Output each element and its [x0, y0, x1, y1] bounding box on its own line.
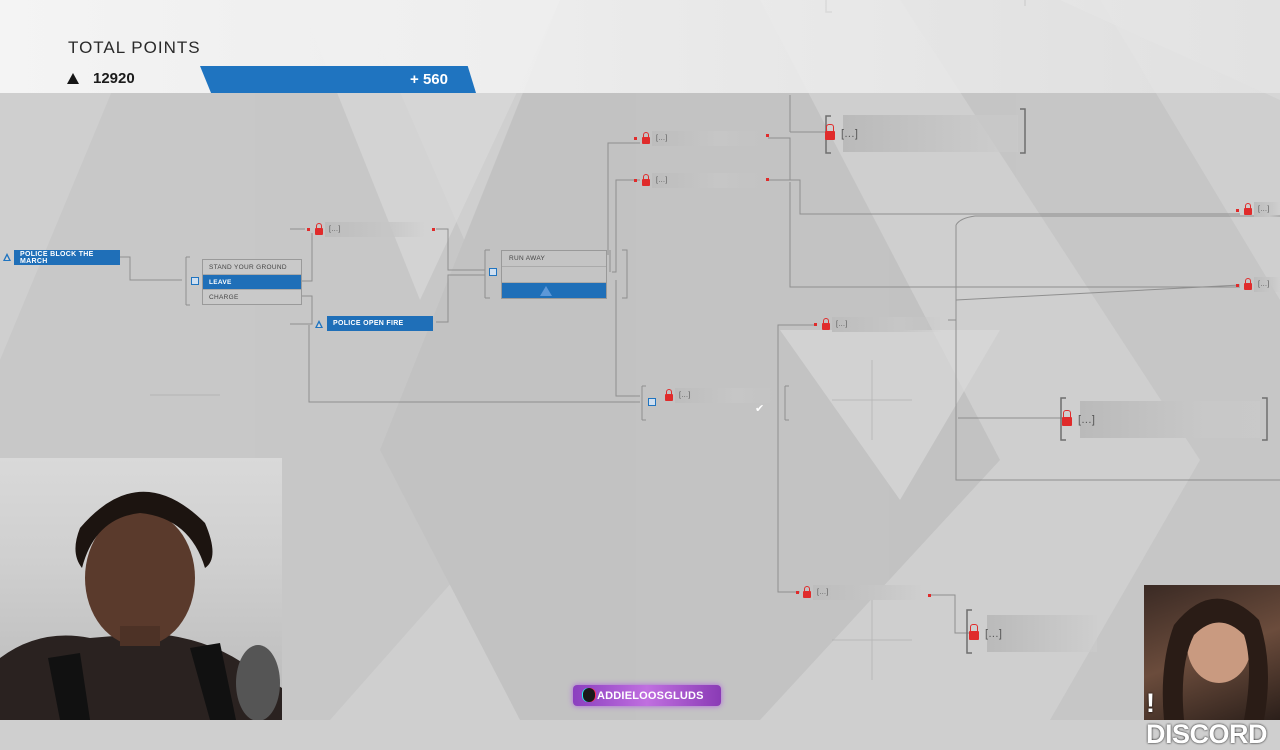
streamer-figure — [0, 491, 282, 720]
guest-webcam — [1144, 585, 1280, 720]
streamer-handle: ADDIELOOSGLUDS — [597, 689, 704, 702]
choice-empty[interactable] — [502, 267, 606, 283]
streamer-webcam — [0, 458, 282, 720]
points-gain-bar: + 560 — [200, 66, 476, 93]
total-points-value: 12920 — [93, 70, 135, 87]
merge-icon — [489, 268, 497, 276]
locked-node[interactable]: [...] — [642, 173, 762, 188]
locked-node[interactable]: [...] — [642, 131, 762, 146]
merge-icon — [191, 277, 199, 285]
points-gain-value: + 560 — [410, 71, 448, 88]
node-label: POLICE OPEN FIRE — [333, 320, 404, 327]
triangle-icon — [67, 73, 79, 84]
lock-icon — [1244, 277, 1252, 290]
lock-icon — [642, 173, 650, 186]
lock-icon — [315, 222, 323, 235]
node-label: POLICE BLOCK THE MARCH — [20, 250, 94, 265]
locked-node[interactable]: [...] — [822, 317, 942, 332]
points-row: 12920 — [67, 70, 135, 87]
locked-node[interactable]: [...] — [803, 585, 923, 600]
lock-icon — [825, 123, 835, 140]
node-police-open-fire[interactable]: POLICE OPEN FIRE — [327, 316, 433, 331]
lock-icon — [822, 317, 830, 330]
run-away-box: RUN AWAY — [501, 250, 607, 299]
streamer-handle-badge: ADDIELOOSGLUDS — [573, 685, 721, 706]
lock-icon — [1062, 409, 1072, 426]
locked-node[interactable]: [...] — [1244, 202, 1280, 217]
locked-node[interactable]: [...] — [315, 222, 425, 237]
locked-node[interactable]: [...] — [665, 388, 775, 403]
triangle-icon — [3, 253, 11, 261]
locked-node-large[interactable]: [...] — [825, 115, 1018, 152]
tiktok-icon — [583, 688, 595, 702]
node-police-block-the-march[interactable]: POLICE BLOCK THE MARCH — [14, 250, 120, 265]
choice-selected[interactable] — [502, 283, 606, 298]
total-points-title: TOTAL POINTS — [68, 38, 201, 57]
choice-run-away[interactable]: RUN AWAY — [502, 251, 606, 267]
triangle-icon — [315, 320, 323, 328]
locked-node-large[interactable]: [...] — [969, 615, 1097, 652]
lock-icon — [665, 388, 673, 401]
choice-charge[interactable]: CHARGE — [209, 293, 239, 301]
merge-icon — [648, 398, 656, 406]
lock-icon — [642, 131, 650, 144]
lock-icon — [1244, 202, 1252, 215]
choice-leave[interactable]: LEAVE — [203, 275, 301, 290]
check-icon: ✔ — [755, 403, 765, 415]
lock-icon — [969, 623, 979, 640]
choice-stand-your-ground[interactable]: STAND YOUR GROUND — [203, 260, 301, 275]
locked-node[interactable]: [...] — [1244, 277, 1280, 292]
choice-box: STAND YOUR GROUND LEAVE CHARGE — [202, 259, 302, 305]
guest-figure — [1162, 598, 1268, 720]
discord-label: ! DISCORD — [1146, 688, 1268, 749]
lock-icon — [803, 585, 811, 598]
locked-node-large[interactable]: [...] — [1062, 401, 1260, 438]
